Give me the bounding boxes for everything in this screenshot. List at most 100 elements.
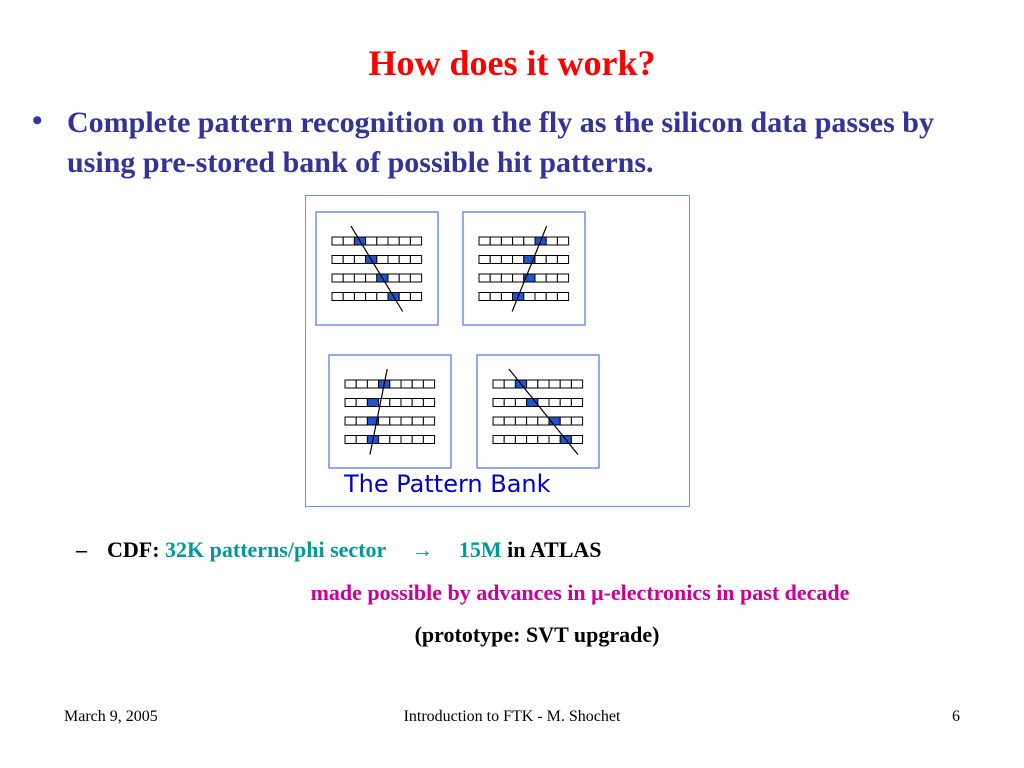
strip-cell (545, 292, 558, 301)
strip-cell (537, 435, 550, 444)
atlas-label: in ATLAS (507, 537, 602, 562)
cdf-label: CDF: (107, 537, 160, 562)
strip-cell (331, 255, 344, 264)
strip-cell (489, 255, 502, 264)
strip-cell (355, 435, 368, 444)
sub-bullet-dash: – (76, 537, 87, 562)
strip-cell (556, 273, 570, 283)
pattern-box (328, 354, 452, 469)
strip-cell (526, 435, 539, 444)
strip-cell (534, 292, 547, 301)
track-line (511, 225, 548, 312)
strip-cell (556, 236, 570, 246)
strip-cell (489, 236, 502, 246)
strip-cell (559, 398, 572, 407)
strip-cell (503, 379, 516, 389)
strip-cell (387, 273, 400, 283)
strip-cell (492, 435, 505, 444)
strip-cell (411, 398, 424, 407)
strip-cell (545, 273, 558, 283)
strip-cell (478, 236, 491, 246)
strip-cell (489, 292, 502, 301)
strip-cell (400, 379, 413, 389)
strip-cell (344, 398, 357, 407)
strip-cell (492, 398, 505, 407)
strip-cell (559, 416, 572, 426)
strip-cell (344, 379, 357, 389)
strip-cell (514, 435, 528, 444)
strip-cell (548, 435, 561, 444)
strip-cell (400, 435, 413, 444)
strip-cell (342, 255, 355, 264)
footer-page-number: 6 (952, 708, 960, 725)
strip-cell (559, 379, 572, 389)
strip-cell (376, 292, 389, 301)
strip-cell (556, 292, 570, 301)
strip-cell (409, 292, 423, 301)
strip-cell (331, 273, 344, 283)
pattern-box (476, 354, 600, 469)
strip-cell (353, 255, 367, 264)
strip-cell (411, 416, 424, 426)
strip-cell (556, 255, 570, 264)
strip-cell (389, 416, 402, 426)
strip-cell (548, 398, 561, 407)
strip-cell (366, 379, 380, 389)
strip-cell (512, 255, 525, 264)
strip-cell (503, 416, 516, 426)
strip-cell (523, 292, 536, 301)
strip-cell (409, 255, 423, 264)
pattern-bank-caption-text: The Pattern Bank (344, 470, 551, 498)
strip-cell (500, 236, 514, 246)
strip-cell (344, 416, 357, 426)
strip-cell (537, 379, 550, 389)
strip-cell (570, 398, 584, 407)
strip-cell (411, 379, 424, 389)
footer-title: Introduction to FTK - M. Shochet (403, 708, 621, 725)
strip-cell (500, 255, 514, 264)
strip-cell (526, 416, 539, 426)
note-line: made possible by advances in μ-electroni… (310, 580, 850, 605)
pattern-box (462, 211, 586, 326)
strip-cell (545, 236, 558, 246)
strip-cell (353, 273, 367, 283)
strip-cell (389, 379, 402, 389)
strip-cell (355, 398, 368, 407)
strip-cell (478, 292, 491, 301)
strip-cell (478, 273, 491, 283)
strip-cell (389, 435, 402, 444)
strip-cell (353, 292, 367, 301)
strip-cell (500, 273, 514, 283)
bullet-text: Complete pattern recognition on the fly … (67, 106, 934, 179)
strip-cell (342, 273, 355, 283)
strip-cell (387, 255, 400, 264)
strip-cell (365, 292, 378, 301)
strip-cell (492, 416, 505, 426)
strip-cell (378, 416, 391, 426)
pattern-box (315, 211, 439, 326)
strip-cell (489, 273, 502, 283)
strip-cell (422, 398, 436, 407)
cdf-sub-bullet: –CDF: 32K patterns/phi sector → 15M in A… (76, 537, 601, 563)
strip-cell (389, 398, 402, 407)
hit-cell (366, 398, 380, 407)
strip-cell (331, 236, 344, 246)
strip-cell (365, 236, 378, 246)
strip-cell (514, 398, 528, 407)
strip-cell (365, 273, 378, 283)
cdf-value: 32K patterns/phi sector (165, 537, 386, 562)
strip-cell (526, 379, 539, 389)
strip-cell (400, 398, 413, 407)
strip-cell (422, 416, 436, 426)
strip-cell (570, 435, 584, 444)
strip-cell (503, 398, 516, 407)
strip-cell (344, 435, 357, 444)
strip-cell (503, 435, 516, 444)
track-line (508, 368, 579, 455)
strip-cell (534, 255, 547, 264)
strip-cell (355, 416, 368, 426)
track-line (350, 225, 404, 312)
strip-cell (514, 416, 528, 426)
strip-cell (378, 435, 391, 444)
